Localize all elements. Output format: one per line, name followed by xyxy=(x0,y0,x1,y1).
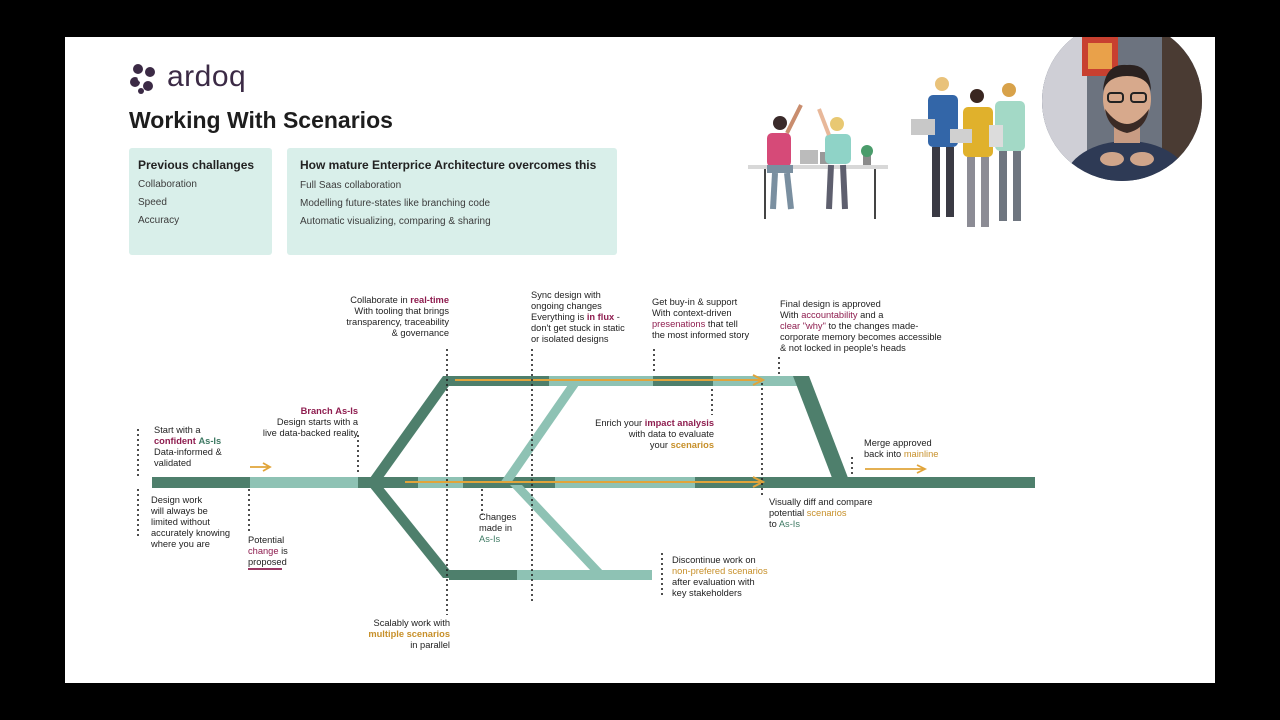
previous-challenges-box: Previous challanges Collaboration Speed … xyxy=(129,148,272,255)
previous-item: Collaboration xyxy=(138,179,197,190)
mainline-branch-point xyxy=(358,477,418,488)
sync-diagonal xyxy=(500,382,581,483)
mature-item: Full Saas collaboration xyxy=(300,180,402,191)
page-title: Working With Scenarios xyxy=(129,107,393,133)
mainline-as-is xyxy=(250,477,358,488)
discontinue-annotation: Discontinue work on non-prefered scenari… xyxy=(672,555,768,598)
enrich-annotation: Enrich your impact analysis with data to… xyxy=(595,418,714,450)
final-design-annotation: Final design is approved With accountabi… xyxy=(780,299,942,353)
start-annotation: Start with a confident As-Is Data-inform… xyxy=(154,425,222,468)
mature-item: Modelling future-states like branching c… xyxy=(300,198,491,209)
branch-down-diagonal xyxy=(365,481,456,578)
potential-change-annotation: Potential change is proposed xyxy=(248,535,288,567)
buyin-annotation: Get buy-in & support With context-driven… xyxy=(652,297,750,340)
arrow-head xyxy=(752,476,766,488)
branch-up-diagonal xyxy=(365,376,456,485)
change-diagonal xyxy=(510,485,603,571)
scalably-annotation: Scalably work with multiple scenarios in… xyxy=(368,618,450,650)
team-illustration xyxy=(748,77,1025,227)
lower-branch xyxy=(517,570,652,580)
mature-ea-title: How mature Enterprice Architecture overc… xyxy=(300,158,597,172)
merge-diagonal xyxy=(793,376,850,483)
branch-annotation: Branch As-Is Design starts with a live d… xyxy=(262,406,358,438)
brand-logo: ardoq xyxy=(127,60,247,96)
previous-challenges-title: Previous challanges xyxy=(138,158,255,172)
lower-branch xyxy=(449,570,517,580)
scenario-branch-diagram xyxy=(137,349,1035,615)
ardoq-logo-icon xyxy=(130,64,155,94)
mainline-merged xyxy=(820,477,1035,488)
mature-ea-box: How mature Enterprice Architecture overc… xyxy=(287,148,617,255)
previous-item: Accuracy xyxy=(138,215,180,226)
design-work-annotation: Design work will always be limited witho… xyxy=(151,495,231,549)
previous-item: Speed xyxy=(138,197,167,208)
visual-diff-annotation: Visually diff and compare potential scen… xyxy=(769,497,873,529)
arrow-head xyxy=(916,464,928,474)
brand-name: ardoq xyxy=(167,60,247,93)
merge-annotation: Merge approved back into mainline xyxy=(864,438,939,459)
slide: ardoq Working With Scenarios Previous ch… xyxy=(65,37,1215,683)
sync-annotation: Sync design with ongoing changes Everyth… xyxy=(531,290,625,344)
collaborate-annotation: Collaborate in real-time With tooling th… xyxy=(346,295,449,338)
mainline-start xyxy=(152,477,250,488)
arrow-head xyxy=(752,374,766,386)
mature-item: Automatic visualizing, comparing & shari… xyxy=(300,216,491,227)
arrow-head xyxy=(262,462,272,472)
changes-annotation: Changes made in As-Is xyxy=(479,512,517,544)
